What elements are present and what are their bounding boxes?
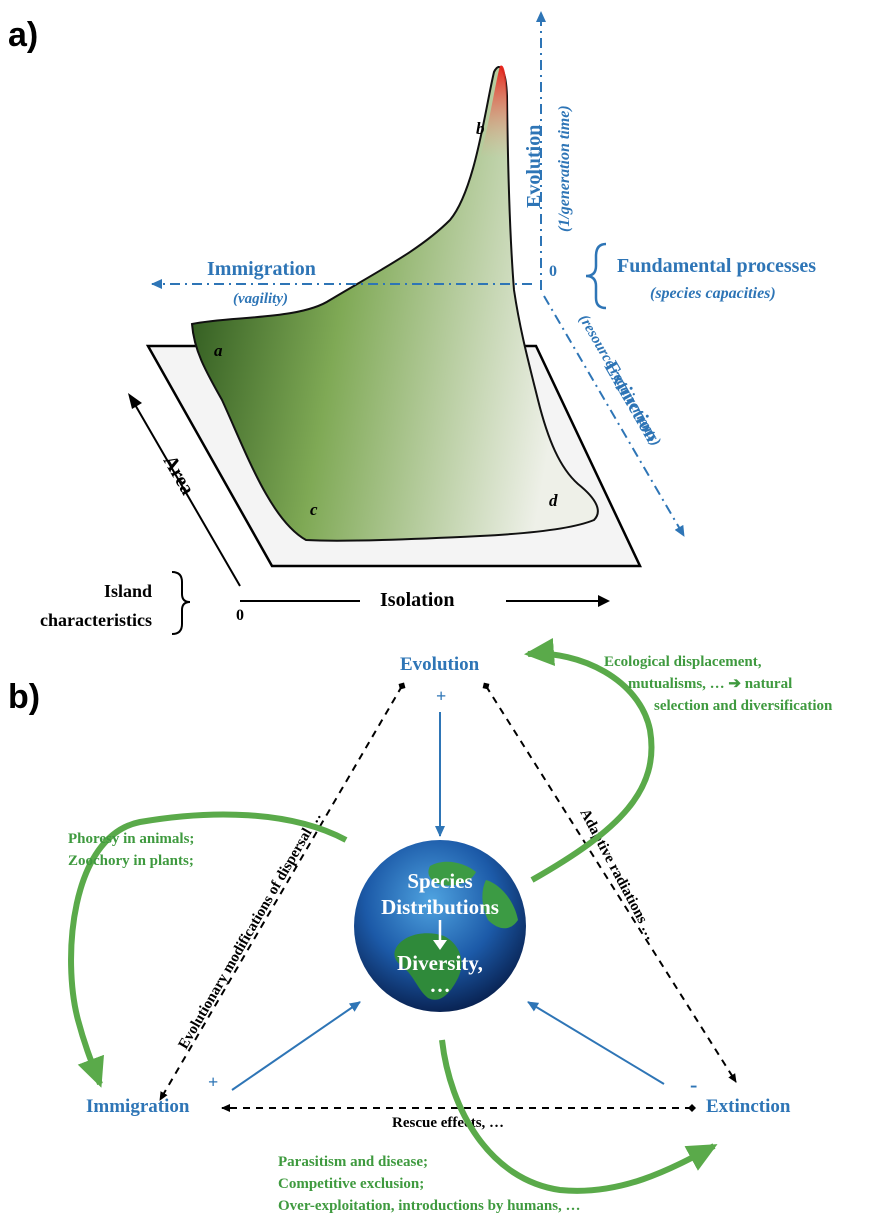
globe-text-species: Species [407, 869, 472, 893]
point-c: c [310, 500, 318, 519]
green-bottom-line1: Parasitism and disease; [278, 1154, 428, 1170]
immigration-to-globe-arrow [231, 1001, 361, 1091]
globe-text-distributions: Distributions [381, 895, 499, 919]
green-arrow-to-immigration [68, 811, 348, 1088]
fundamental-brace [585, 242, 607, 310]
island-characteristics-line1: Island [104, 581, 152, 601]
zero-origin-top: 0 [549, 263, 557, 280]
minus-extinction: - [690, 1072, 697, 1097]
globe-landmass-europe [428, 861, 476, 886]
isolation-label: Isolation [380, 589, 454, 611]
panel-a-label: a) [8, 16, 38, 54]
globe-text-ellipsis: … [430, 973, 451, 997]
point-d: d [549, 491, 558, 510]
evolution-axis-sublabel: (1/generation time) [556, 105, 573, 232]
island-characteristics-line2: characteristics [40, 610, 152, 630]
area-axis [129, 395, 241, 587]
immigration-axis-sublabel: (vagility) [233, 291, 288, 307]
left-edge-dashed [159, 682, 406, 1101]
green-arrow-to-extinction [439, 1039, 718, 1194]
immigration-node-label: Immigration [86, 1096, 190, 1117]
point-b: b [476, 119, 485, 138]
green-top-line1: Ecological displacement, [604, 654, 762, 670]
left-edge-label: Evolutionary modifications of dispersal … [176, 809, 325, 1052]
right-edge-label: Adaptive radiations … [576, 806, 659, 942]
extinction-axis-sublabel: (resource requirements) [576, 312, 664, 449]
area-label: Area [159, 452, 199, 499]
immigration-axis-label: Immigration [207, 258, 316, 280]
green-top-line3: selection and diversification [654, 698, 833, 714]
globe-text-diversity: Diversity, [397, 951, 483, 975]
green-bottom-line3: Over-exploitation, introductions by huma… [278, 1198, 581, 1214]
right-edge-dashed [482, 682, 737, 1083]
zero-origin-bottom: 0 [236, 607, 244, 624]
green-left-line1: Phoresy in animals; [68, 831, 194, 847]
point-a: a [214, 341, 223, 360]
evolution-axis-label: Evolution [523, 125, 545, 208]
plus-immigration: + [208, 1072, 218, 1092]
species-surface [190, 66, 599, 542]
globe-down-arrowhead [433, 940, 447, 950]
globe-landmass-africa [394, 933, 462, 1000]
extinction-to-globe-arrow [527, 1001, 665, 1085]
island-brace [171, 571, 191, 635]
area-arrowhead [128, 393, 142, 409]
panel-b-label: b) [8, 678, 40, 716]
green-top-line2: mutualisms, … ➔ natural [628, 676, 792, 692]
extinction-axis [543, 295, 685, 537]
extinction-node-label: Extinction [706, 1096, 791, 1117]
globe-landmass-asia [482, 880, 518, 929]
bottom-edge-label: Rescue effects, … [392, 1115, 504, 1131]
green-bottom-line2: Competitive exclusion; [278, 1176, 424, 1192]
green-arrow-to-evolution [524, 638, 655, 883]
plus-evolution: + [436, 686, 446, 706]
green-left-line2: Zoochory in plants; [68, 853, 194, 869]
surface-peak [480, 65, 507, 158]
isolation-arrowhead [598, 595, 610, 607]
isolation-label-bg [360, 584, 506, 610]
fundamental-processes-title: Fundamental processes [617, 255, 816, 277]
evolution-node-label: Evolution [400, 654, 480, 675]
fundamental-processes-subtitle: (species capacities) [650, 285, 776, 302]
